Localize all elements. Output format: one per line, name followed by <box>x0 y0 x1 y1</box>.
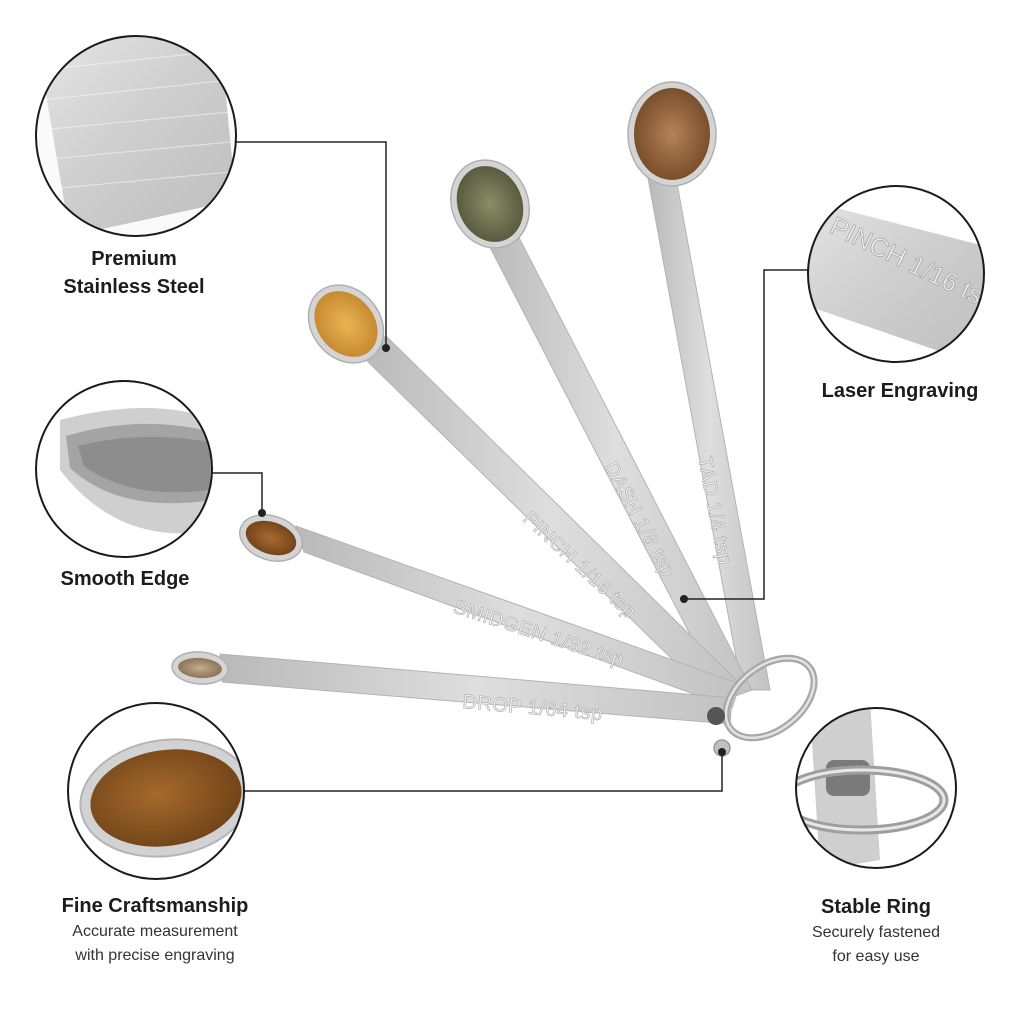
premium-callout-line <box>236 141 387 346</box>
premium-lens <box>35 35 237 237</box>
pinch-spoon: PINCH 1/16 tsp <box>307 284 743 705</box>
smooth-label: Smooth Edge <box>20 565 230 593</box>
fine-sub-line2: with precise engraving <box>75 947 235 964</box>
drop-spoon: DROP 1/64 tsp <box>171 651 733 726</box>
premium-title-line1: Premium <box>91 248 177 270</box>
fine-title: Fine Craftsmanship <box>61 895 249 917</box>
callout-lines <box>212 141 877 792</box>
smooth-title: Smooth Edge <box>60 568 190 590</box>
ring-sub-line2: for easy use <box>832 948 920 965</box>
fine-callout-line <box>244 754 723 792</box>
laser-lens: PINCH 1/16 ts <box>807 185 985 363</box>
herb-powder <box>456 166 524 242</box>
pinch-engraving: PINCH 1/16 tsp <box>519 508 641 624</box>
fine-callout-dot <box>718 748 726 756</box>
premium-title-line2: Stainless Steel <box>63 276 205 298</box>
laser-callout-line <box>684 269 808 600</box>
ring-label: Stable Ring Securely fastened for easy u… <box>776 893 976 969</box>
ring-sub-line1: Securely fastened <box>811 924 941 941</box>
laser-callout-dot <box>680 595 688 603</box>
cinnamon-powder <box>245 520 297 556</box>
smooth-lens <box>35 380 213 558</box>
laser-label: Laser Engraving <box>800 377 1000 405</box>
premium-callout-dot <box>382 344 390 352</box>
fine-sub-line1: Accurate measurement <box>72 923 238 940</box>
turmeric-powder <box>314 291 378 357</box>
premium-label: Premium Stainless Steel <box>34 245 234 301</box>
ring-lens <box>795 707 957 869</box>
smooth-callout-line <box>212 472 263 511</box>
seed-powder <box>178 657 222 679</box>
cumin-seeds <box>634 88 710 180</box>
fine-label: Fine Craftsmanship Accurate measurement … <box>30 892 280 968</box>
smooth-callout-dot <box>258 509 266 517</box>
ring-title: Stable Ring <box>820 896 931 918</box>
fine-cinnamon <box>90 749 242 847</box>
fine-lens <box>67 702 245 880</box>
laser-title: Laser Engraving <box>821 380 979 402</box>
